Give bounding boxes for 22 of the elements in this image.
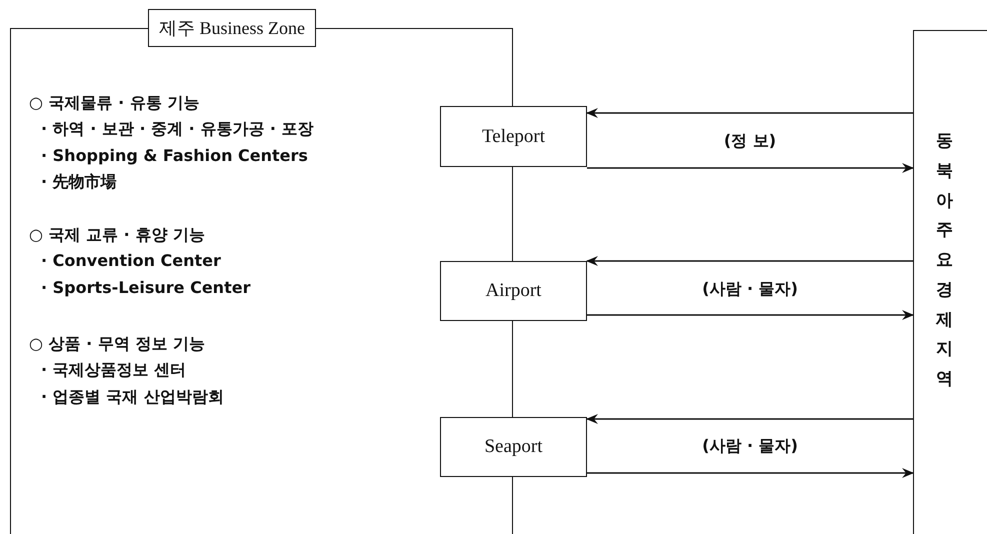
port-box: Airport [440,261,587,321]
list-item: · 先物市場 [41,172,117,193]
arrow [587,310,914,320]
arrow [586,256,913,266]
list-item: · Shopping & Fashion Centers [41,146,308,165]
list-item: · Sports-Leisure Center [41,278,250,297]
arrow [587,163,914,173]
function-heading: ○ 국제 교류 · 휴양 기능 [29,225,205,246]
region-frame [913,30,987,534]
list-item: · 국제상품정보 센터 [41,360,186,381]
port-box: Seaport [440,417,587,477]
port-box: Teleport [440,106,587,167]
arrow [586,414,913,424]
list-item: · 하역 · 보관 · 중계 · 유통가공 · 포장 [41,119,314,140]
list-item: · Convention Center [41,251,221,270]
function-heading: ○ 상품 · 무역 정보 기능 [29,334,205,355]
arrow [587,468,914,478]
function-heading: ○ 국제물류 · 유통 기능 [29,93,200,114]
arrow [586,108,913,118]
region-label: 동북아 주요 경제지역 [936,130,953,391]
zone-title: 제주 Business Zone [148,9,316,47]
list-item: · 업종별 국재 산업박람회 [41,387,224,408]
